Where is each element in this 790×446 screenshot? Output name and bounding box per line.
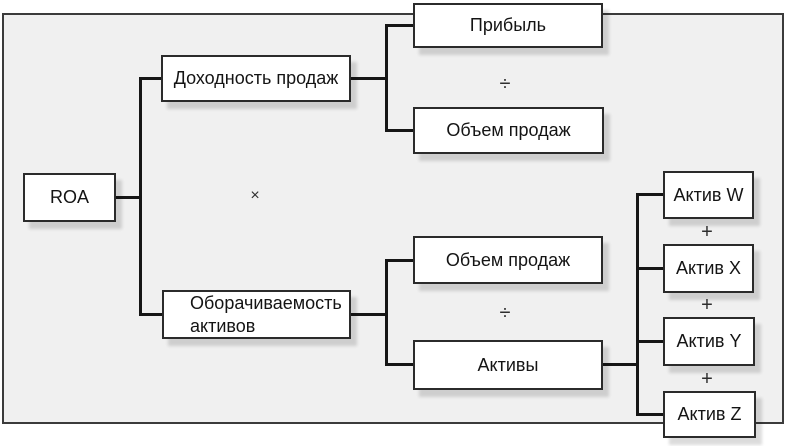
node-assets: Активы: [413, 340, 603, 390]
connector-branch2-vertical: [385, 259, 388, 366]
node-sales-margin: Доходность продаж: [161, 55, 351, 102]
diagram-frame: [2, 13, 784, 424]
node-asset-w: Актив W: [663, 171, 754, 219]
connector-branch3-to-asset-y: [636, 340, 663, 343]
connector-assets-to-branch: [603, 363, 639, 366]
node-asset-turnover: Оборачиваемость активов: [162, 290, 351, 339]
connector-branch2-to-sales: [385, 259, 413, 262]
node-sales-volume-top: Объем продаж: [413, 107, 604, 154]
connector-branch3-to-asset-z: [636, 413, 663, 416]
plus-operator-x-y: +: [701, 294, 713, 316]
connector-trunk-to-turnover: [139, 313, 164, 316]
node-sales-volume-bottom: Объем продаж: [413, 236, 603, 284]
connector-branch2-to-assets: [385, 363, 414, 366]
connector-branch1-vertical: [385, 24, 388, 132]
connector-margin-to-branch: [351, 77, 388, 80]
connector-trunk-to-margin: [139, 77, 163, 80]
plus-operator-w-x: +: [701, 221, 713, 243]
connector-branch1-to-profit: [385, 24, 413, 27]
multiply-operator: ×: [250, 187, 260, 204]
connector-roa-trunk: [116, 196, 141, 199]
node-roa: ROA: [23, 173, 116, 222]
connector-branch1-to-sales: [385, 129, 413, 132]
node-asset-z: Актив Z: [663, 391, 756, 438]
plus-operator-y-z: +: [701, 368, 713, 390]
connector-branch3-vertical: [636, 193, 639, 416]
connector-branch3-to-asset-w: [636, 193, 663, 196]
connector-turnover-to-branch: [351, 313, 388, 316]
node-profit: Прибыль: [413, 3, 603, 48]
node-asset-x: Актив X: [663, 244, 754, 293]
connector-branch3-to-asset-x: [636, 267, 663, 270]
divide-operator-bottom: ÷: [499, 302, 511, 324]
connector-trunk-vertical: [139, 77, 142, 316]
node-asset-y: Актив Y: [663, 317, 755, 366]
divide-operator-top: ÷: [499, 73, 511, 95]
